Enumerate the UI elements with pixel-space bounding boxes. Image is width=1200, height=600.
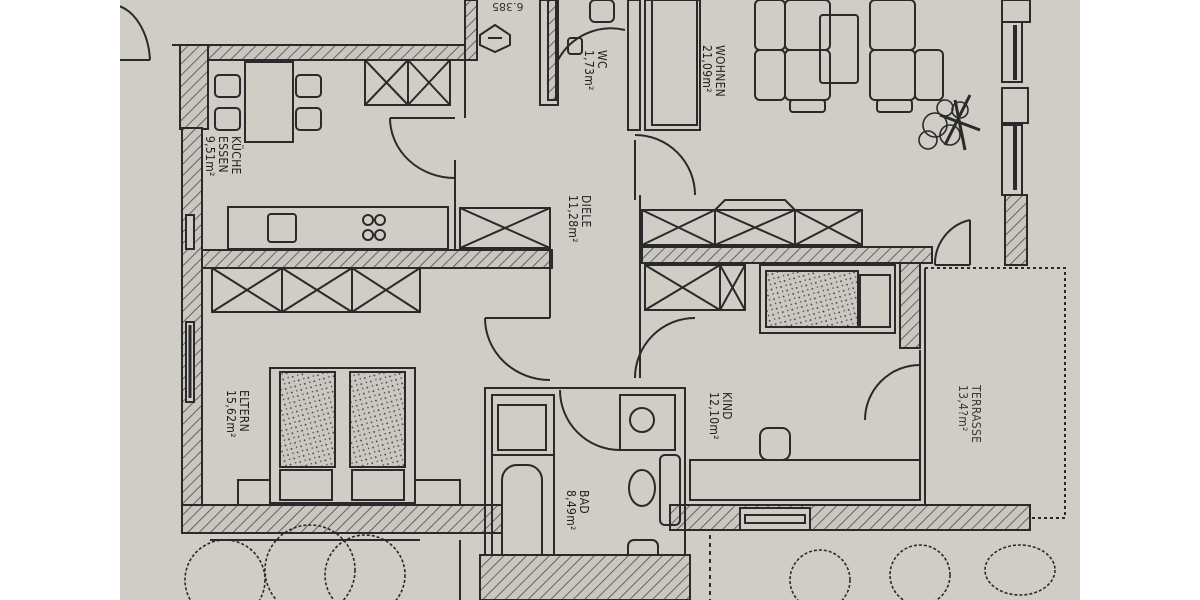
room-label-kind: KIND 12,10m² — [707, 392, 734, 440]
floor-plan-drawing — [120, 0, 1066, 600]
room-area: 1,73m² — [582, 50, 596, 91]
room-area: 15,62m² — [224, 390, 238, 438]
room-name: KÜCHE — [229, 136, 243, 175]
room-area: 9,51m² — [203, 136, 217, 177]
room-label-terrasse: TERRASSE 13,4?m² — [956, 385, 983, 444]
room-label-bad: BAD 8,49m² — [564, 490, 591, 531]
room-area: 21,09m² — [700, 45, 714, 93]
room-name: ESSEN — [216, 136, 230, 173]
room-label-eltern: ELTERN 15,62m² — [224, 390, 251, 438]
room-name: DIELE — [579, 195, 593, 228]
room-area: 12,10m² — [707, 392, 721, 440]
room-label-wc: WC 1,73m² — [582, 50, 609, 91]
room-name: KIND — [720, 392, 734, 420]
room-name: ELTERN — [237, 390, 251, 432]
top-dimension: 6.385 — [492, 0, 524, 13]
room-name: BAD — [577, 490, 591, 515]
floor-plan-scan: 6.385 KÜCHE ESSEN 9,51m² DIELE 11,28m² W… — [120, 0, 1080, 600]
room-label-diele: DIELE 11,28m² — [566, 195, 593, 243]
room-area: 11,28m² — [566, 195, 580, 243]
room-name: WOHNEN — [713, 45, 727, 98]
room-name: WC — [595, 50, 609, 69]
room-label-wohnen: WOHNEN 21,09m² — [700, 45, 727, 98]
room-area: 13,4?m² — [956, 385, 970, 432]
room-name: TERRASSE — [969, 385, 983, 444]
room-label-kueche: KÜCHE ESSEN 9,51m² — [203, 136, 243, 177]
room-area: 8,49m² — [564, 490, 578, 531]
